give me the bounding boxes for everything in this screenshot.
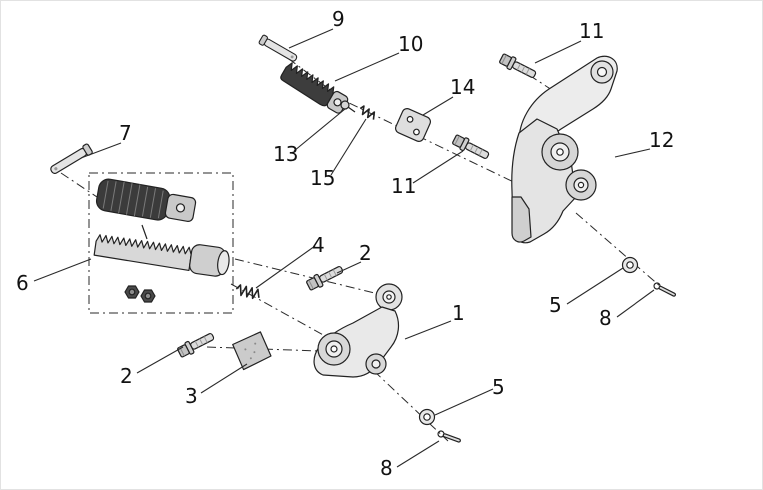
- axis-washer-right: [575, 212, 670, 295]
- callout-label-3: 3: [185, 384, 198, 408]
- part-14-stopper-plate: [395, 108, 431, 142]
- callout-label-14: 14: [450, 75, 475, 99]
- callout-label-9: 9: [332, 7, 345, 31]
- part-12-front-hanger-bracket: [511, 55, 618, 244]
- part-8-cotter-pin-right: [652, 281, 678, 299]
- axis-spring-rear: [230, 283, 328, 338]
- part-11-flange-bolt-mid: [450, 132, 492, 163]
- callout-labels: 9 10 11 14 12 13 7 15 11 6 4 2 1 5 8 2 3…: [16, 7, 674, 480]
- part-8-cotter-pin-bottom: [436, 429, 462, 445]
- part-4-spring: [235, 284, 260, 300]
- callout-label-4: 4: [312, 233, 325, 257]
- part-6-footrest-assembly: [93, 178, 230, 303]
- callout-label-8-right: 8: [599, 306, 612, 330]
- part-1-rear-hanger-bracket: [313, 283, 403, 378]
- part-2-flange-bolt-lower: [175, 329, 217, 360]
- callout-label-5-bottom: 5: [492, 375, 505, 399]
- parts-layer: [48, 34, 678, 445]
- callout-label-1: 1: [452, 301, 465, 325]
- footrest-serrated-peg: [93, 234, 230, 277]
- callout-label-15: 15: [310, 166, 335, 190]
- part-5-washer-right: [621, 256, 639, 274]
- callout-label-11-top: 11: [579, 19, 604, 43]
- axis-bolt-upper-rear: [234, 258, 388, 297]
- footrest-stem: [141, 224, 148, 240]
- callout-label-12: 12: [649, 128, 674, 152]
- part-15-spring: [359, 105, 376, 120]
- part-5-washer-bottom: [418, 408, 436, 426]
- part-9-clevis-pin: [257, 34, 300, 64]
- callout-label-7: 7: [119, 121, 132, 145]
- callout-label-6: 6: [16, 271, 29, 295]
- callout-label-2-upper: 2: [359, 241, 372, 265]
- part-10-footpeg-front: [280, 62, 349, 114]
- callout-label-5-right: 5: [549, 293, 562, 317]
- part-6-boundary-box: [88, 172, 234, 314]
- footrest-rubber: [95, 178, 197, 222]
- callout-label-13: 13: [273, 142, 298, 166]
- footrest-nuts: [124, 285, 156, 303]
- callout-label-11-mid: 11: [391, 174, 416, 198]
- callout-leader-lines: [33, 28, 655, 468]
- bracket-foot: [511, 196, 532, 243]
- part-7-clevis-pin: [48, 142, 94, 177]
- part-3-pad-plate: [232, 331, 272, 371]
- part-11-flange-bolt-top: [497, 51, 539, 82]
- callout-label-10: 10: [398, 32, 423, 56]
- callout-label-2-lower: 2: [120, 364, 133, 388]
- axis-washer-bottom: [373, 370, 449, 442]
- axis-pin-left: [60, 172, 104, 202]
- callout-label-8-bottom: 8: [380, 456, 393, 480]
- footpeg-teeth: [280, 62, 335, 107]
